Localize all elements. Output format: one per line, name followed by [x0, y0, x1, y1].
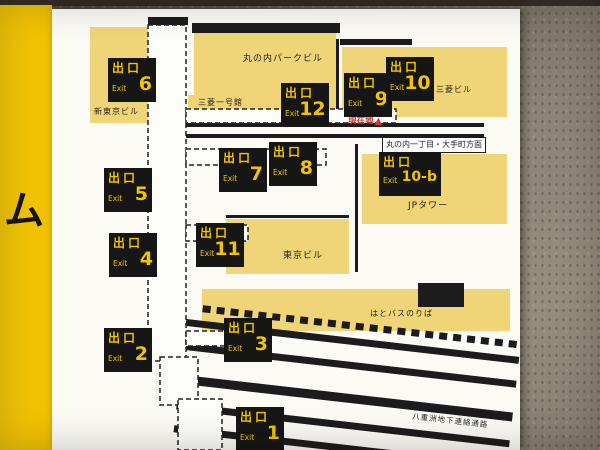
- streets: [148, 17, 484, 307]
- building-label-shin-tokyo: 新東京ビル: [94, 107, 139, 116]
- corridor-jog-2: [177, 398, 223, 450]
- current-location-marker: 現在地 ▲: [348, 114, 383, 127]
- building-label-jp-tower: JPタワー: [408, 201, 449, 211]
- exit-number: 11: [214, 238, 241, 260]
- building-label-marunouchi-park: 丸の内パークビル: [243, 54, 324, 64]
- exit-marker-1: 出口 Exit 1: [236, 407, 284, 450]
- exit-en-label: Exit: [285, 109, 300, 118]
- main-road-lower-line: [186, 134, 484, 138]
- building-label-ichigokan: 三菱一号館: [198, 98, 243, 107]
- exit-en-label: Exit: [390, 83, 405, 92]
- exit-en-label: Exit: [200, 249, 215, 258]
- exit-marker-2: 出口 Exit 2: [104, 328, 152, 372]
- strip-partial-text: ム: [4, 188, 44, 234]
- exit-en-label: Exit: [240, 433, 255, 442]
- street-vertical-2: [355, 144, 358, 272]
- station-exit-map: 丸の内パークビル 三菱ビル 新東京ビル 三菱一号館 JPタワー 東京ビル はとバ…: [52, 9, 520, 450]
- exit-marker-7: 出口 Exit 7: [219, 148, 267, 192]
- exit-jp-label: 出口: [200, 226, 231, 240]
- exit-en-label: Exit: [273, 168, 288, 177]
- exit-marker-5: 出口 Exit 5: [104, 168, 152, 212]
- exit-en-label: Exit: [348, 99, 363, 108]
- exit-en-label: Exit: [112, 84, 127, 93]
- current-location-label: 現在地: [348, 116, 374, 126]
- exit-en-label: Exit: [228, 344, 243, 353]
- exit-jp-label: 出口: [240, 410, 271, 424]
- exit-marker-4: 出口 Exit 4: [109, 233, 157, 277]
- main-road-upper-line: [186, 123, 484, 127]
- building-label-mitsubishi: 三菱ビル: [436, 85, 472, 94]
- direction-sign-box: 丸の内一丁目・大手町方面: [382, 137, 486, 153]
- exit-number: 1: [266, 422, 280, 444]
- exit-number: 10: [404, 72, 431, 94]
- exit-en-label: Exit: [383, 176, 398, 185]
- exit-en-label: Exit: [108, 194, 123, 203]
- exit-jp-label: 出口: [108, 331, 139, 345]
- exit-marker-6: 出口 Exit 6: [108, 58, 156, 102]
- street-top-right: [340, 39, 412, 45]
- exit-marker-3: 出口 Exit 3: [224, 318, 272, 362]
- bus-stop-tick-row: [202, 305, 520, 349]
- exit-number: 2: [134, 343, 148, 365]
- corridor-top-cap: [148, 17, 188, 25]
- area-label-hato-bus: はとバスのりば: [370, 309, 433, 318]
- exit-number: 12: [299, 98, 326, 120]
- exit-en-label: Exit: [223, 174, 238, 183]
- sign-yellow-border: ム: [0, 5, 52, 450]
- exit-marker-8: 出口 Exit 8: [269, 142, 317, 186]
- exit-number: 7: [249, 163, 263, 185]
- exit-jp-label: 出口: [285, 86, 316, 100]
- exit-jp-label: 出口: [390, 60, 421, 74]
- exit-jp-label: 出口: [383, 155, 414, 169]
- exit-number: 9: [374, 88, 388, 110]
- building-label-tokyo: 東京ビル: [283, 251, 324, 261]
- exit-number: 6: [138, 73, 152, 95]
- exit-jp-label: 出口: [112, 61, 143, 75]
- sign-top-edge: [0, 0, 600, 6]
- exit-jp-label: 出口: [228, 321, 259, 335]
- exit-en-label: Exit: [108, 354, 123, 363]
- black-building-footprint: [418, 283, 464, 307]
- exit-jp-label: 出口: [348, 76, 379, 90]
- exit-number: 10-b: [401, 169, 437, 185]
- street-top: [192, 23, 340, 33]
- exit-number: 5: [134, 183, 148, 205]
- street-vertical-1: [336, 39, 339, 117]
- current-location-triangle-icon: ▲: [374, 116, 383, 127]
- exit-marker-9: 出口 Exit 9: [344, 73, 392, 117]
- exit-jp-label: 出口: [223, 151, 254, 165]
- exit-number: 8: [299, 157, 313, 179]
- exit-jp-label: 出口: [113, 236, 144, 250]
- street-above-tokyo-bldg: [226, 215, 349, 218]
- exit-number: 3: [254, 333, 268, 355]
- exit-jp-label: 出口: [108, 171, 139, 185]
- corridor-jog-1: [159, 356, 199, 406]
- exit-en-label: Exit: [113, 259, 128, 268]
- exit-number: 4: [139, 248, 153, 270]
- exit-jp-label: 出口: [273, 145, 304, 159]
